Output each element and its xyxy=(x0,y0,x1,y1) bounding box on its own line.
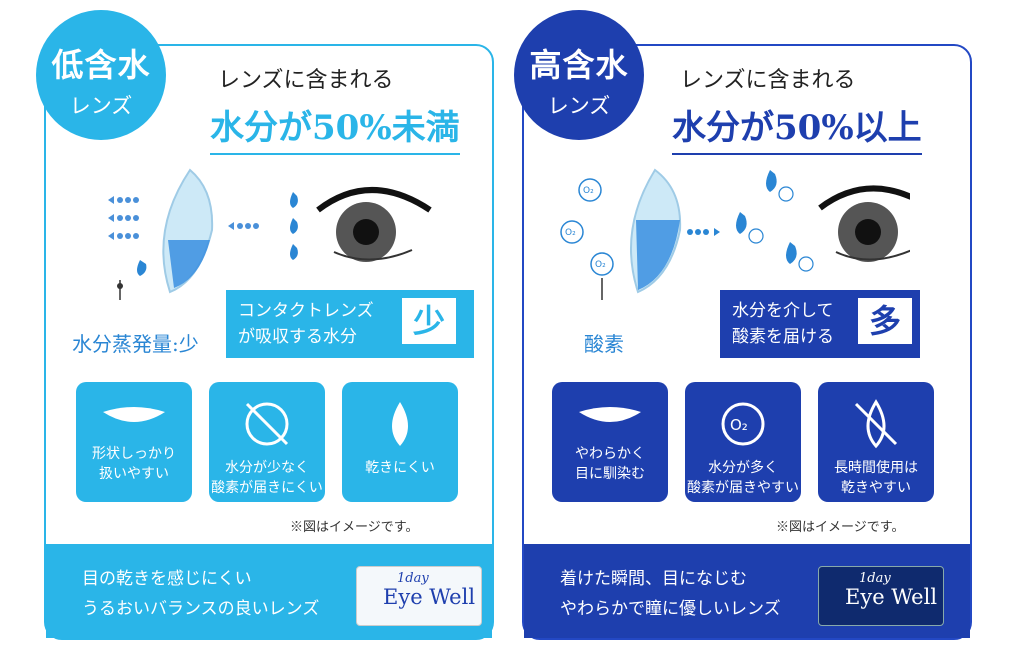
high-card-oxygen: O₂ 水分が多く 酸素が届きやすい xyxy=(685,382,801,502)
lens-curve-icon xyxy=(579,407,641,422)
high-callout: 水分を介して 酸素を届ける 多 xyxy=(720,290,920,358)
low-image-note: ※図はイメージです。 xyxy=(290,520,419,535)
low-water-badge: 低含水 レンズ xyxy=(36,10,166,140)
low-card-shape: 形状しっかり 扱いやすい xyxy=(76,382,192,502)
water-drops-icon xyxy=(290,192,298,260)
low-card-dry: 乾きにくい xyxy=(342,382,458,502)
low-footer-line2: うるおいバランスの良いレンズ xyxy=(82,599,320,619)
o2-label-3: O₂ xyxy=(595,260,606,270)
high-badge-title: 高含水 xyxy=(529,46,629,84)
low-badge-sub: レンズ xyxy=(69,94,133,118)
oxygen-drops-icon xyxy=(736,170,797,264)
low-card-oxygen: 水分が少なく 酸素が届きにくい xyxy=(209,382,325,502)
high-amount-badge: 多 xyxy=(858,298,912,344)
high-callout-line2: 酸素を届ける xyxy=(732,327,834,347)
low-lens-illustration xyxy=(108,168,432,300)
eye-icon xyxy=(818,185,910,262)
evaporation-arrows-icon xyxy=(108,196,139,240)
low-headline-main: 水分が50%未満 xyxy=(210,100,460,155)
high-card-dry: 長時間使用は 乾きやすい xyxy=(818,382,934,502)
high-product-package: 1day Eye Well xyxy=(818,566,944,626)
low-callout-line1: コンタクトレンズ xyxy=(238,301,374,321)
lens-curve-icon xyxy=(103,407,165,422)
evaporation-label: 水分蒸発量:少 xyxy=(72,332,199,356)
high-image-note: ※図はイメージです。 xyxy=(776,520,905,535)
high-card-soft: やわらかく 目に馴染む xyxy=(552,382,668,502)
high-headline-main: 水分が50%以上 xyxy=(672,100,922,155)
low-headline-top: レンズに含まれる xyxy=(218,68,394,93)
high-footer-line1: 着けた瞬間、目になじむ xyxy=(560,569,747,589)
low-product-package: 1day Eye Well xyxy=(356,566,482,626)
low-badge-title: 低含水 xyxy=(51,46,151,84)
high-headline-top: レンズに含まれる xyxy=(680,68,856,93)
no-drop-icon xyxy=(854,399,898,449)
oxygen-bubbles-icon xyxy=(560,178,614,276)
high-callout-line1: 水分を介して xyxy=(732,301,834,321)
low-headline: レンズに含まれる 水分が50%未満 xyxy=(210,62,460,155)
high-headline: レンズに含まれる 水分が50%以上 xyxy=(672,62,922,155)
o2-label-2: O₂ xyxy=(565,228,576,238)
no-oxygen-icon xyxy=(245,402,289,446)
low-callout-line2: が吸収する水分 xyxy=(238,327,357,347)
low-footer-line1: 目の乾きを感じにくい xyxy=(82,569,252,589)
high-water-badge: 高含水 レンズ xyxy=(514,10,644,140)
low-callout: コンタクトレンズ が吸収する水分 少 xyxy=(226,290,474,358)
oxygen-icon: O₂ xyxy=(721,402,765,446)
high-lens-illustration: O₂ O₂ O₂ xyxy=(560,168,910,300)
high-footer-line2: やわらかで瞳に優しいレンズ xyxy=(560,599,781,619)
water-drop-icon xyxy=(392,402,408,446)
svg-text:O₂: O₂ xyxy=(730,416,748,434)
oxygen-label: 酸素 xyxy=(584,332,624,356)
high-badge-sub: レンズ xyxy=(547,94,611,118)
low-amount-badge: 少 xyxy=(402,298,456,344)
eye-icon xyxy=(316,187,432,262)
o2-label-1: O₂ xyxy=(583,186,594,196)
